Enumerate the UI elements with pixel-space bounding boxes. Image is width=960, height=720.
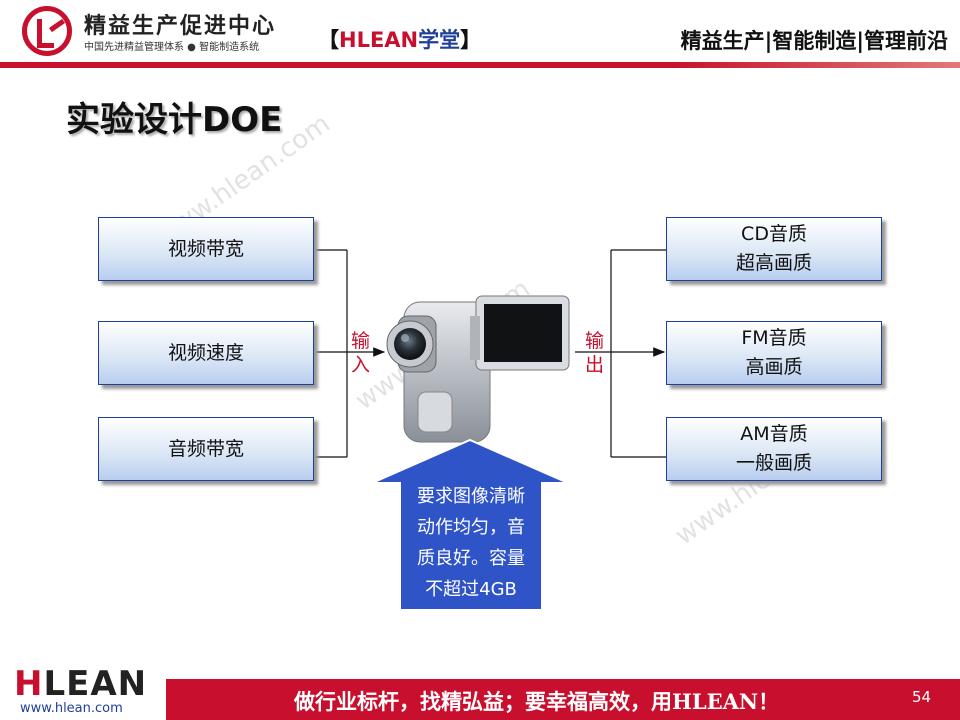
output-box-line1: FM音质 [741,324,806,353]
output-label-char: 输 [585,329,604,353]
output-box-fm: FM音质 高画质 [666,321,882,385]
footer-logo: HLEAN [14,664,147,704]
input-label-char: 入 [351,353,370,377]
page-number: 54 [912,688,931,706]
input-label: 输 入 [351,329,370,377]
output-label-char: 出 [585,353,604,377]
requirement-line: 动作均匀，音 [400,512,542,543]
output-box-line2: 一般画质 [736,449,812,478]
input-box-audio-bandwidth: 音频带宽 [98,417,314,481]
output-box-cd: CD音质 超高画质 [666,217,882,281]
output-box-am: AM音质 一般画质 [666,417,882,481]
footer-logo-h: H [14,664,43,704]
requirement-line: 要求图像清晰 [400,481,542,512]
input-label-char: 输 [351,329,370,353]
output-box-line1: CD音质 [741,220,807,249]
input-box-label: 音频带宽 [168,435,244,464]
output-label: 输 出 [585,329,604,377]
input-box-label: 视频速度 [168,339,244,368]
footer-url[interactable]: www.hlean.com [20,701,123,716]
footer-logo-rest: LEAN [43,664,147,704]
footer-slogan: 做行业标杆，找精弘益；要幸福高效，用HLEAN！ [294,686,779,716]
requirement-line: 质良好。容量 [400,543,542,574]
input-box-video-bandwidth: 视频带宽 [98,217,314,281]
input-box-label: 视频带宽 [168,235,244,264]
camcorder-icon [387,296,569,442]
requirement-text: 要求图像清晰 动作均匀，音 质良好。容量 不超过4GB [400,481,542,605]
output-box-line2: 超高画质 [736,249,812,278]
output-box-line1: AM音质 [740,420,807,449]
input-connector [315,250,384,457]
requirement-line: 不超过4GB [400,574,542,605]
output-box-line2: 高画质 [745,353,802,382]
input-box-video-speed: 视频速度 [98,321,314,385]
